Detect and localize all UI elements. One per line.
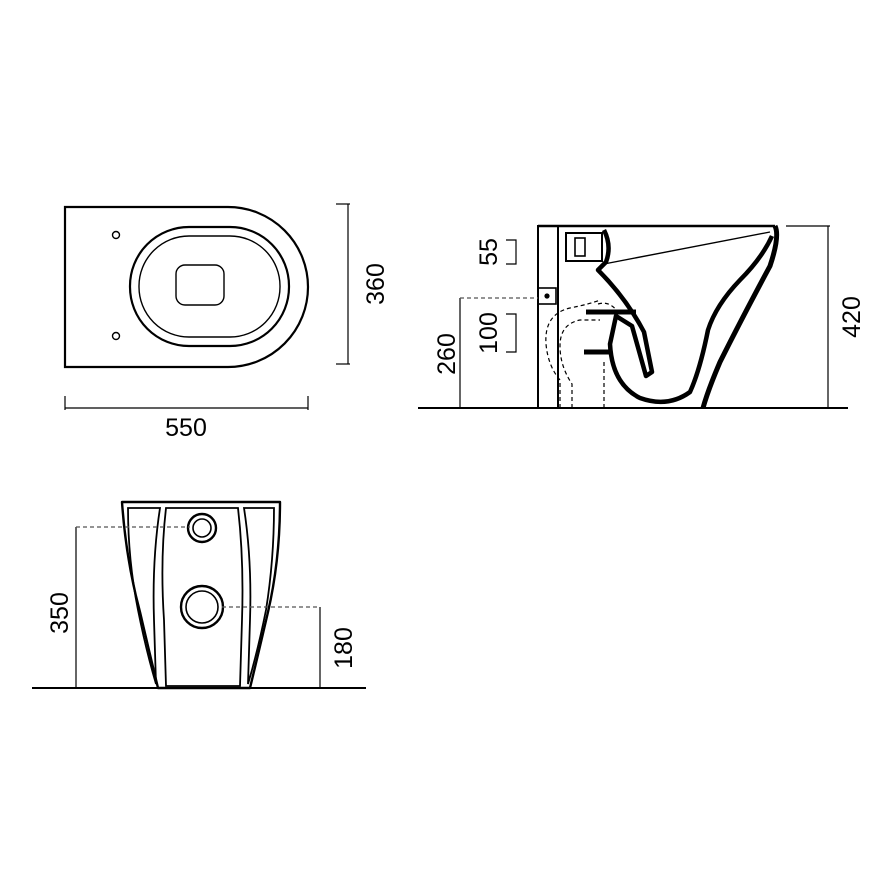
plan-fix-hole-top: [111, 230, 121, 240]
rear-lower-label: 180: [330, 627, 358, 669]
plan-width-label: 550: [165, 414, 207, 442]
rear-outlet-hole-outer: [179, 584, 225, 630]
side-outlet-gap-label: 100: [475, 312, 503, 354]
rear-rib-right: [242, 507, 275, 685]
rear-lower-dimension: [222, 606, 321, 688]
side-outlet-gap-dimension: [506, 313, 517, 353]
side-inlet-label: 260: [433, 333, 461, 375]
side-top-offset-dimension: [506, 239, 517, 265]
plan-bowl-inner: [138, 235, 281, 338]
plan-bowl-outer: [128, 225, 291, 348]
side-flush-inlet: [565, 232, 603, 262]
plan-outline: [63, 205, 310, 369]
side-hidden-pipe: [545, 299, 605, 408]
rear-panel: [161, 507, 244, 687]
plan-depth-dimension: [336, 203, 350, 365]
plan-view: [63, 205, 310, 369]
side-height-dimension: [786, 225, 830, 408]
side-wall-panel: [537, 225, 559, 408]
rear-inlet-hole-outer: [186, 512, 218, 544]
rear-inlet-hole-inner: [192, 518, 212, 538]
side-height-label: 420: [838, 296, 866, 338]
side-rim-line: [603, 231, 771, 265]
side-view: [418, 224, 848, 409]
side-top-offset-label: 55: [475, 238, 503, 266]
plan-depth-label: 360: [362, 263, 390, 305]
plan-width-dimension: [64, 396, 309, 410]
rear-view: [32, 500, 366, 690]
side-body-outline: [700, 224, 780, 409]
rear-upper-label: 350: [46, 592, 74, 634]
plan-drain: [175, 264, 225, 306]
side-water-inlet: [537, 287, 557, 305]
plan-fix-hole-bottom: [111, 331, 121, 341]
side-bowl-inner: [595, 228, 775, 405]
rear-upper-dimension: [75, 526, 190, 688]
rear-rib-left: [127, 507, 162, 685]
side-inlet-dimension: [459, 297, 538, 408]
rear-outlet-hole-inner: [185, 590, 219, 624]
rear-body-outline: [120, 500, 282, 690]
